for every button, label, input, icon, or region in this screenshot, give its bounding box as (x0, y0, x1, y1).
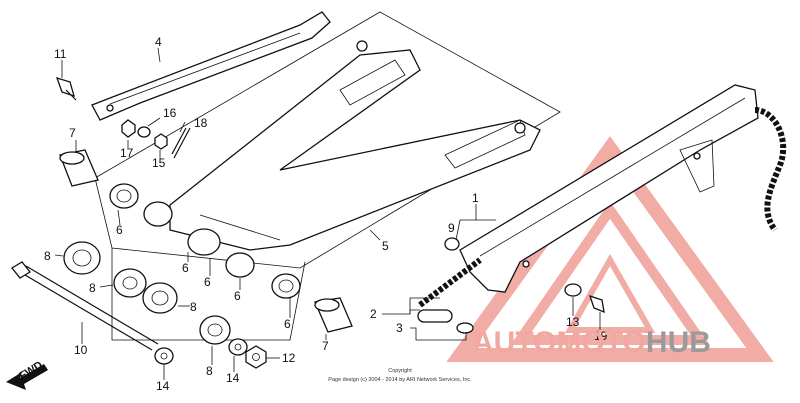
bushings-group (109, 183, 301, 299)
callout-15: 15 (152, 156, 166, 170)
callout-14-b: 14 (226, 371, 240, 385)
part-10-pivot-bolt (11, 261, 159, 351)
copyright: Copyright Page design (c) 2004 - 2014 by… (328, 368, 472, 383)
callout-11: 11 (54, 47, 67, 61)
part-5-swingarm (169, 40, 541, 251)
callout-8-b: 8 (89, 281, 96, 295)
part-15-nut (154, 133, 168, 150)
callout-8-a: 8 (44, 249, 51, 263)
callout-7-right: 7 (322, 339, 329, 353)
callout-5: 5 (382, 239, 389, 253)
callout-6-d: 6 (234, 289, 241, 303)
copyright-line-1: Copyright (388, 368, 412, 374)
watermark-hub: HUB (646, 326, 711, 359)
callout-10: 10 (74, 343, 88, 357)
part-7-collars (59, 149, 353, 333)
callout-numbers: 11 4 7 16 18 17 15 6 6 6 6 6 5 8 8 8 8 1… (44, 35, 608, 393)
callout-18: 18 (194, 116, 208, 130)
part-2-drive-chain (418, 107, 787, 308)
watermark-auto: AUTO (472, 326, 556, 359)
callout-7-left: 7 (69, 126, 76, 140)
callout-3: 3 (396, 321, 403, 335)
callout-2: 2 (370, 307, 377, 321)
watermark-text: AUTOMOTOHUB (472, 326, 711, 359)
part-16-washer (137, 126, 151, 138)
copyright-line-2: Page design (c) 2004 - 2014 by ARI Netwo… (328, 377, 472, 383)
part-11-bolt (55, 76, 77, 101)
part-4-plate (91, 11, 331, 121)
callout-6-e: 6 (284, 317, 291, 331)
callout-1: 1 (472, 191, 479, 205)
callout-6-a: 6 (116, 223, 123, 237)
part-9-grommet (444, 237, 460, 251)
callout-6-c: 6 (204, 275, 211, 289)
watermark-moto: MOTO (556, 326, 645, 359)
part-3-master-link (417, 309, 474, 334)
callout-8-c: 8 (190, 300, 197, 314)
callout-8-d: 8 (206, 364, 213, 378)
part-13-washer (564, 283, 582, 297)
callout-12: 12 (282, 351, 296, 365)
callout-17: 17 (120, 146, 134, 160)
callout-4: 4 (155, 35, 162, 49)
callout-19: 19 (594, 329, 608, 343)
part-1-chain-case (459, 84, 759, 293)
callout-14-a: 14 (156, 379, 170, 393)
part-14-washers (154, 338, 248, 365)
part-17-nut (121, 119, 136, 138)
callout-6-b: 6 (182, 261, 189, 275)
part-12-nut (245, 345, 267, 369)
part-19-bolt (588, 294, 605, 314)
callout-9: 9 (448, 221, 455, 235)
fwd-arrow: FWD (6, 359, 48, 390)
svg-text:AUTOMOTOHUB: AUTOMOTOHUB (472, 326, 711, 359)
callout-13: 13 (566, 315, 580, 329)
leader-lines (54, 47, 601, 380)
part-18-cotter-pin (171, 127, 191, 159)
callout-16: 16 (163, 106, 177, 120)
part-8-seals (63, 241, 231, 345)
